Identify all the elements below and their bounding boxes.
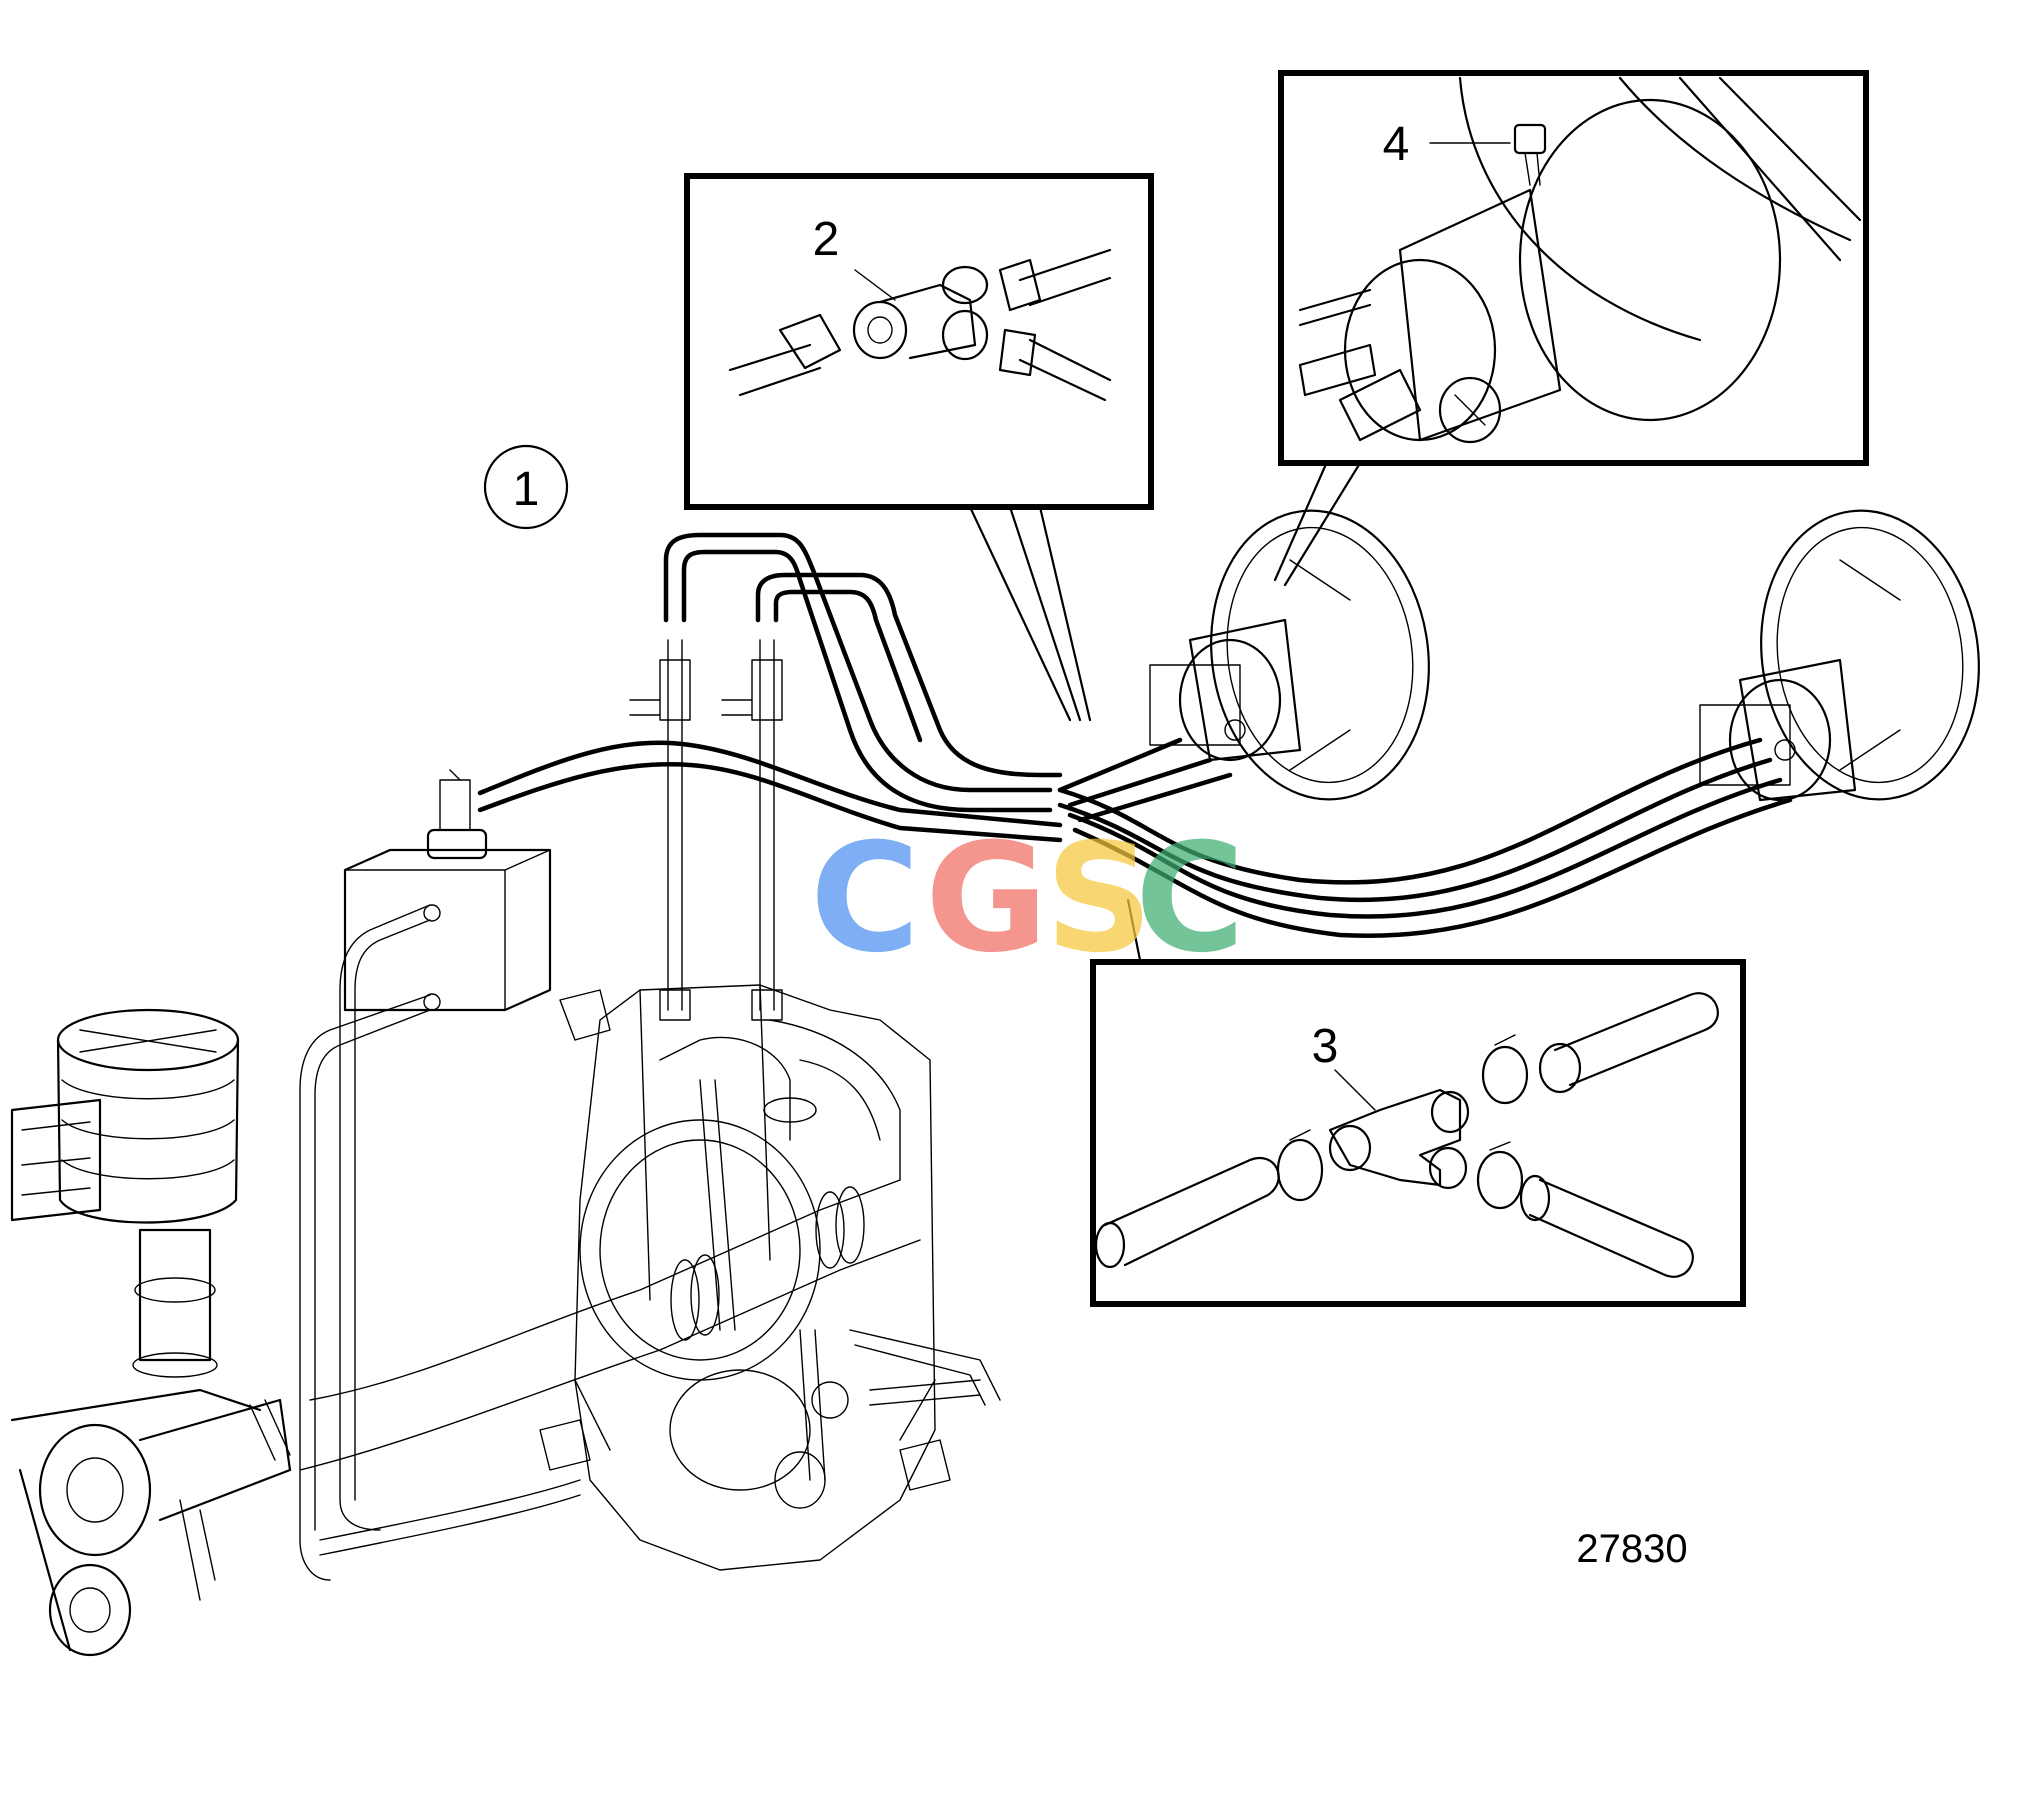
callout-1: 1: [483, 444, 569, 530]
reference-number: 27830: [1576, 1527, 1687, 1571]
callout-1-label: 1: [513, 463, 540, 516]
detail-box-3: 3: [1090, 898, 1746, 1307]
watermark-letter-3: S: [1045, 812, 1153, 986]
watermark-letter-4: C: [1135, 812, 1245, 986]
callout-2-label: 2: [813, 213, 840, 266]
feed-pipes: [629, 639, 783, 1021]
detail-box-2: 2: [684, 173, 1154, 722]
callout-4-label: 4: [1383, 118, 1410, 171]
helm-station-1: [1149, 509, 1430, 801]
helm-station-2: [1699, 509, 1980, 802]
callout-3-label: 3: [1312, 1020, 1339, 1073]
engine-assembly: [299, 984, 1001, 1571]
air-filter-assembly: [10, 1008, 240, 1378]
detail-box-4: 4: [1273, 70, 1869, 587]
watermark-letter-1: C: [810, 812, 920, 986]
expansion-tank: [299, 769, 552, 1581]
pulley-assembly: [10, 1388, 292, 1657]
watermark-letter-2: G: [925, 812, 1048, 986]
watermark: C G S C: [810, 812, 1245, 986]
hydraulic-hoses: [477, 532, 1793, 938]
